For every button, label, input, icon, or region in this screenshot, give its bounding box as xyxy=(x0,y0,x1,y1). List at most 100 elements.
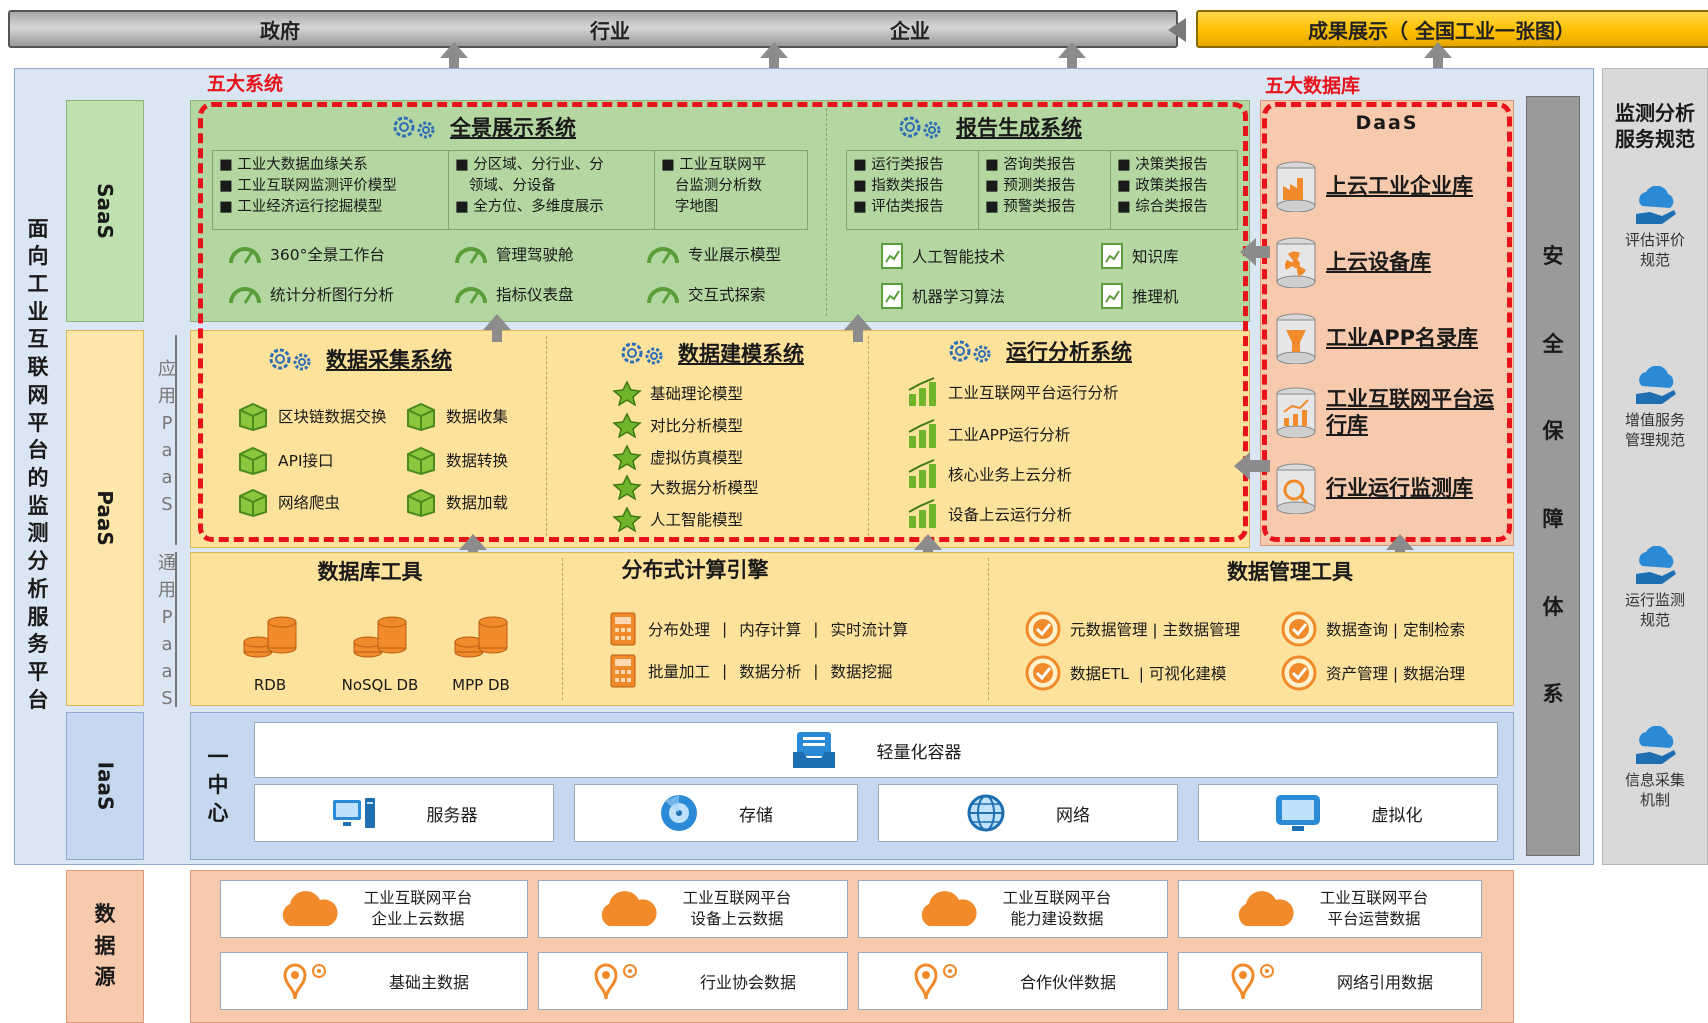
gauge-icon xyxy=(647,247,679,264)
ops-item: 设备上云运行分析 xyxy=(906,498,1072,530)
cloud-icon xyxy=(282,891,338,926)
daas-title: DaaS xyxy=(1355,112,1419,134)
iaas-item-network: 网络 xyxy=(878,784,1178,842)
gauge-item: 管理驾驶舱 xyxy=(454,242,574,266)
iaas-item-storage: 存储 xyxy=(574,784,858,842)
report-tech-item: 人工智能技术 xyxy=(880,242,1005,270)
platform-data-card: 工业互联网平台能力建设数据 xyxy=(858,880,1168,938)
panorama-col2-item: ■ 分区域、分行业、分 xyxy=(455,157,604,173)
monitor-virtualization-icon xyxy=(1275,795,1320,831)
collect-item: 数据转换 xyxy=(404,444,508,476)
up-arrow-icon xyxy=(844,314,874,344)
hand-cloud-icon xyxy=(1636,185,1676,224)
model-star-icon xyxy=(612,474,642,500)
data-mgmt-item: 资产管理 | 数据治理 xyxy=(1280,654,1465,692)
report-tech-item: 推理机 xyxy=(1100,282,1179,310)
card-line: 平台运营数据 xyxy=(1327,910,1421,928)
left-arrow-stem xyxy=(1250,460,1270,472)
modeling-item: 人工智能模型 xyxy=(612,506,743,532)
map-pin-icon xyxy=(914,963,957,1000)
map-pin-icon xyxy=(1231,963,1274,1000)
box-icon xyxy=(407,402,435,432)
modeling-item: 基础理论模型 xyxy=(612,380,743,406)
report-type-item: ■ 咨询类报告 xyxy=(985,157,1076,173)
top-label-industry: 行业 xyxy=(590,18,630,43)
panorama-system-title-row: 全景展示系统 xyxy=(390,112,576,142)
search-database-icon xyxy=(1276,463,1316,514)
model-star-icon xyxy=(612,506,642,532)
top-label-government: 政府 xyxy=(260,18,300,43)
bar-chart-icon xyxy=(908,459,936,488)
box-icon xyxy=(239,488,267,518)
check-badge-icon xyxy=(1025,611,1061,647)
left-arrow-icon xyxy=(1234,452,1250,480)
hand-cloud-icon xyxy=(1636,725,1676,764)
factory-database-icon xyxy=(1276,161,1316,212)
gauge-item: 指标仪表盘 xyxy=(454,282,574,306)
chart-database-icon xyxy=(1276,387,1316,439)
gauge-icon xyxy=(647,287,679,304)
platform-data-card: 工业互联网平台设备上云数据 xyxy=(538,880,848,938)
saas-divider xyxy=(826,108,827,316)
bar-chart-icon xyxy=(908,377,936,406)
platform-data-card: 工业互联网平台企业上云数据 xyxy=(220,880,528,938)
ops-system-title-row: 运行分析系统 xyxy=(946,336,1132,366)
coin-stack-icon xyxy=(353,616,407,658)
general-paas-divider xyxy=(562,558,563,700)
database-item: 上云设备库 xyxy=(1274,236,1431,288)
top-audience-bar xyxy=(8,10,1178,48)
paas-app-divider xyxy=(868,336,869,536)
data-mgmt-item: 数据ETL | 可视化建模 xyxy=(1024,654,1226,692)
data-mgmt-title: 数据管理工具 xyxy=(1227,560,1353,584)
modeling-item: 虚拟仿真模型 xyxy=(612,444,743,470)
data-mgmt-item: 数据查询 | 定制检索 xyxy=(1280,610,1465,648)
document-chart-icon xyxy=(881,283,903,309)
gauge-icon xyxy=(455,247,487,264)
map-pin-icon xyxy=(594,963,637,1000)
platform-vertical-title: 面向工业互联网平台的监测分析服务平台 xyxy=(27,216,49,712)
service-spec-item: 增值服务管理规范 xyxy=(1602,365,1708,451)
other-data-card: 网络引用数据 xyxy=(1178,952,1482,1010)
db-tool-label: RDB xyxy=(253,676,287,694)
report-tech-item: 机器学习算法 xyxy=(880,282,1005,310)
gauge-item: 360°全景工作台 xyxy=(228,242,385,266)
model-star-icon xyxy=(612,444,642,470)
five-systems-title: 五大系统 xyxy=(207,73,284,95)
db-tool-item: MPP DB xyxy=(436,612,526,694)
up-arrow-icon xyxy=(760,42,790,78)
cloud-icon xyxy=(921,891,977,926)
layer-label-iaas: IaaS xyxy=(66,712,144,860)
up-arrow-icon xyxy=(1058,42,1088,78)
report-system-title: 报告生成系统 xyxy=(956,116,1082,140)
card-line: 工业互联网平台 xyxy=(1002,889,1112,908)
layer-label-paas: PaaS xyxy=(66,330,144,706)
gauge-icon xyxy=(229,247,261,264)
panorama-col1-item: ■ 工业互联网监测评价模型 xyxy=(219,178,397,195)
report-type-item: ■ 指数类报告 xyxy=(853,178,944,195)
card-line: 工业互联网平台 xyxy=(363,889,473,908)
box-icon xyxy=(239,446,267,476)
left-arrow-icon xyxy=(1168,18,1186,42)
top-label-enterprise: 企业 xyxy=(890,18,930,43)
up-arrow-icon xyxy=(483,314,513,344)
service-spec-item: 信息采集机制 xyxy=(1602,725,1708,811)
panorama-col3-item: 台监测分析数 xyxy=(661,178,762,195)
coin-stack-icon xyxy=(454,616,508,658)
panorama-col1-item: ■ 工业大数据血缘关系 xyxy=(219,157,368,173)
one-center-label: 一中心 xyxy=(207,745,229,825)
iaas-item-server: 服务器 xyxy=(254,784,554,842)
document-chart-icon xyxy=(1101,243,1123,269)
gauge-item: 交互式探索 xyxy=(646,282,766,306)
lightweight-container-box: 轻量化容器 xyxy=(254,722,1498,778)
container-tray-icon xyxy=(792,732,835,768)
cloud-icon xyxy=(601,891,657,926)
db-tool-item: RDB xyxy=(240,612,300,694)
modeling-item: 大数据分析模型 xyxy=(612,474,759,500)
panorama-feature-box: ■ 工业大数据血缘关系 ■ 工业互联网监测评价模型 ■ 工业经济运行挖掘模型 ■… xyxy=(212,150,808,230)
database-item: 工业APP名录库 xyxy=(1274,312,1478,364)
saas-layer xyxy=(190,100,1250,322)
modeling-system-title: 数据建模系统 xyxy=(678,342,804,366)
result-display-bar: 成果展示（ 全国工业一张图） xyxy=(1196,10,1708,48)
